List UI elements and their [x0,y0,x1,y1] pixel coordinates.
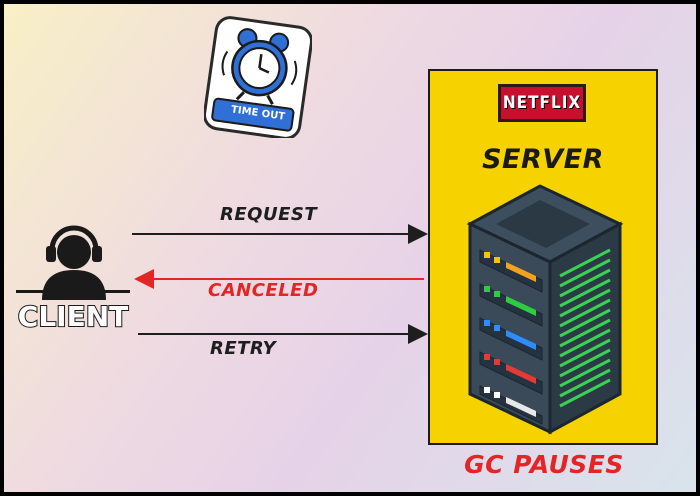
alarm-clock-icon [202,16,314,140]
user-headset-icon [42,225,106,300]
timeout-badge: TIME OUT [202,16,314,140]
diagram-canvas: TIME OUT CLIENT REQUEST CANCELED RETRY [4,4,696,492]
client-node [12,216,134,340]
arrows-layer [132,224,428,344]
server-title: SERVER [482,144,604,175]
request-label: REQUEST [220,204,318,225]
gc-pauses-label: GC PAUSES [464,450,624,479]
netflix-logo: NETFLIX [498,84,586,122]
client-label: CLIENT [17,299,129,334]
server-rack-icon [466,184,624,435]
client-base-line [16,290,130,293]
canceled-label: CANCELED [208,280,319,301]
retry-label: RETRY [210,338,277,359]
